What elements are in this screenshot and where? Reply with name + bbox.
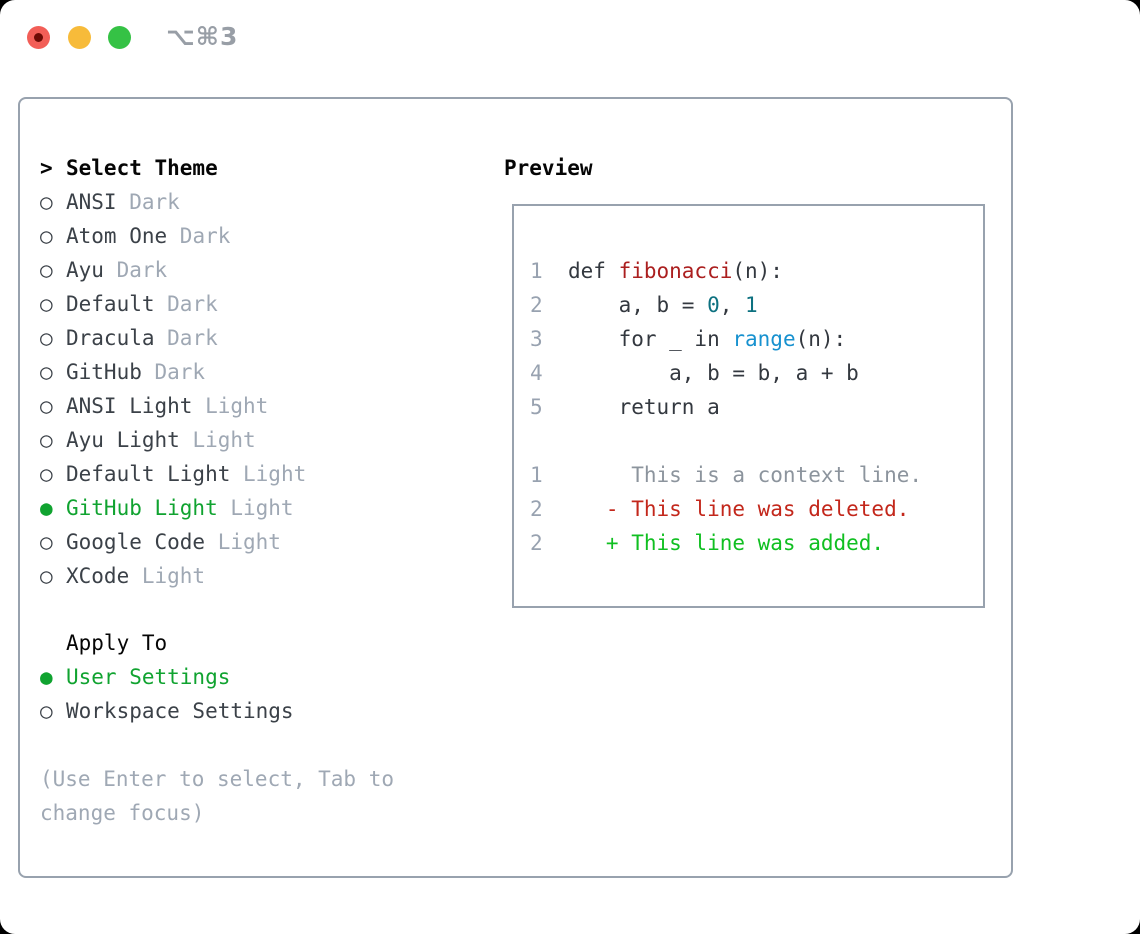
theme-tag: Light (141, 564, 206, 588)
theme-tag: Light (217, 530, 281, 554)
title-bar: ⌥⌘3 (0, 0, 1140, 70)
theme-tag: Dark (167, 292, 218, 316)
line-number: 5 (530, 395, 543, 419)
line-number: 2 (530, 293, 543, 317)
diff-added-line: 2 + This line was added. (530, 526, 922, 560)
theme-tag: Dark (129, 190, 180, 214)
radio-selected-icon: ● (40, 665, 53, 689)
line-number: 3 (530, 327, 543, 351)
radio-selected-icon: ● (40, 496, 53, 520)
diff-deleted-line: 2 - This line was deleted. (530, 492, 922, 526)
theme-tag: Dark (179, 224, 231, 248)
code-line: 2 a, b = 0, 1 (530, 288, 922, 322)
radio-unselected-icon: ○ (40, 190, 53, 214)
code-line: 5 return a (530, 390, 922, 424)
theme-tag: Dark (154, 360, 206, 384)
minimize-button[interactable] (68, 26, 91, 49)
radio-unselected-icon: ○ (40, 394, 53, 418)
theme-tag: Dark (167, 326, 218, 350)
radio-unselected-icon: ○ (40, 326, 53, 350)
radio-unselected-icon: ○ (40, 360, 53, 384)
radio-unselected-icon: ○ (40, 462, 53, 486)
cursor-icon: > (40, 156, 53, 180)
radio-unselected-icon: ○ (40, 292, 53, 316)
theme-list-title: Select Theme (66, 156, 218, 180)
theme-tag: Light (205, 394, 269, 418)
help-text: (Use Enter to select, Tab to change focu… (40, 767, 395, 825)
line-number: 1 (530, 259, 543, 283)
line-number: 1 (530, 463, 543, 487)
radio-unselected-icon: ○ (40, 224, 53, 248)
preview-title: Preview (504, 156, 593, 180)
radio-unselected-icon: ○ (40, 530, 53, 554)
line-number: 2 (530, 531, 543, 555)
radio-unselected-icon: ○ (40, 428, 53, 452)
radio-unselected-icon: ○ (40, 258, 53, 282)
apply-to-title: Apply To (66, 631, 168, 655)
theme-tag: Light (230, 496, 294, 520)
line-number: 4 (530, 361, 543, 385)
code-line: 4 a, b = b, a + b (530, 356, 922, 390)
diff-context-line: 1 This is a context line. (530, 458, 922, 492)
theme-tag: Light (243, 462, 307, 486)
zoom-button[interactable] (108, 26, 131, 49)
apply-option-user-settings[interactable]: ●User Settings (40, 660, 294, 694)
theme-tag: Light (192, 428, 256, 452)
theme-list-header: > Select Theme (40, 151, 306, 185)
window-title: ⌥⌘3 (166, 22, 239, 51)
apply-option-workspace-settings[interactable]: ○Workspace Settings (40, 694, 294, 728)
theme-tag: Dark (116, 258, 168, 282)
apply-to-group: Apply To ●User Settings ○Workspace Setti… (40, 626, 294, 728)
code-line: 3 for _ in range(n): (530, 322, 922, 356)
apply-to-header: Apply To (40, 626, 294, 660)
code-line-blank (530, 424, 922, 458)
line-number: 2 (530, 497, 543, 521)
close-button[interactable] (27, 26, 50, 49)
radio-unselected-icon: ○ (40, 564, 53, 588)
radio-unselected-icon: ○ (40, 699, 53, 723)
